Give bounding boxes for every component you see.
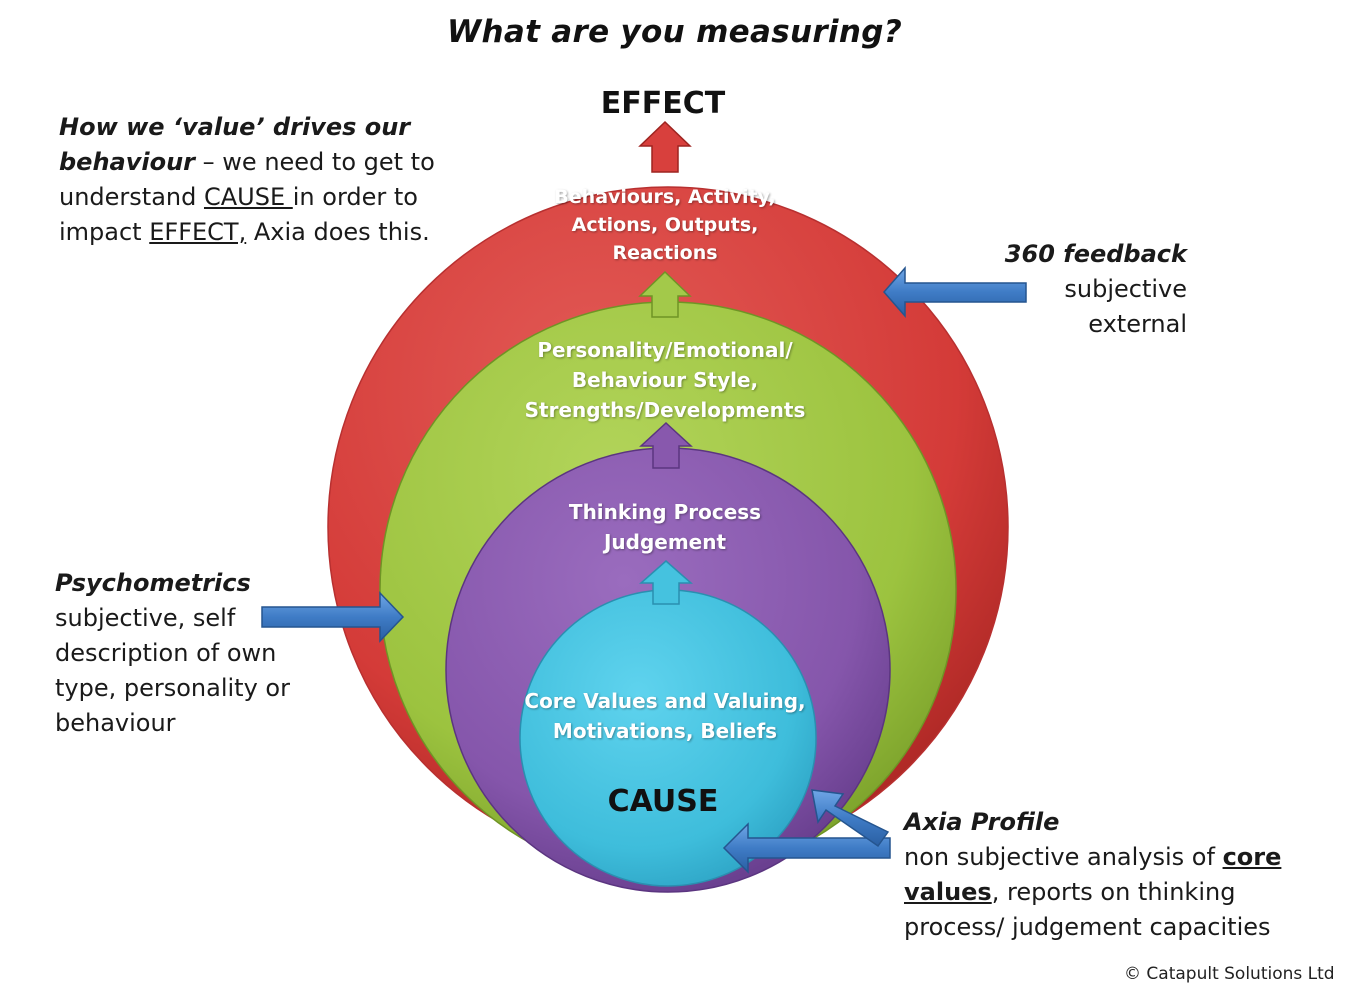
thinking-line: Judgement bbox=[603, 530, 727, 554]
core-values-text: Core Values and Valuing, Motivations, Be… bbox=[510, 686, 820, 746]
feedback-360-note: 360 feedback subjective external bbox=[985, 237, 1187, 342]
personality-line: Personality/Emotional/ bbox=[537, 338, 793, 362]
effect-link-text: EFFECT, bbox=[149, 218, 247, 246]
arrow-psychometrics-icon bbox=[261, 591, 405, 643]
copyright-text: © Catapult Solutions Ltd bbox=[1124, 964, 1335, 984]
value-text: – we need to get to bbox=[195, 148, 435, 176]
value-note: How we ‘value’ drives our behaviour – we… bbox=[59, 110, 439, 250]
arrow-up-red-icon bbox=[638, 270, 692, 318]
feedback-360-line: subjective bbox=[1064, 275, 1187, 303]
value-heading-2: behaviour bbox=[59, 148, 196, 176]
behaviours-line: Actions, Outputs, bbox=[571, 214, 759, 236]
effect-label: EFFECT bbox=[600, 86, 726, 121]
arrow-axia-core-icon bbox=[722, 822, 891, 874]
feedback-360-line: external bbox=[1088, 310, 1187, 338]
personality-text: Personality/Emotional/ Behaviour Style, … bbox=[480, 335, 850, 425]
value-text: understand bbox=[59, 183, 204, 211]
behaviours-line: Reactions bbox=[612, 242, 718, 264]
arrow-up-green-icon bbox=[639, 421, 693, 469]
arrow-axia-thinking-icon bbox=[811, 789, 890, 848]
axia-profile-note: Axia Profile non subjective analysis of … bbox=[904, 805, 1324, 945]
page-title: What are you measuring? bbox=[446, 14, 902, 50]
thinking-text: Thinking Process Judgement bbox=[520, 497, 810, 557]
behaviours-text: Behaviours, Activity, Actions, Outputs, … bbox=[500, 183, 830, 267]
value-heading: How we ‘value’ drives our bbox=[59, 113, 411, 141]
arrow-up-purple-icon bbox=[639, 560, 693, 605]
psychometrics-note: Psychometrics subjective, self descripti… bbox=[55, 566, 315, 741]
axia-text: process/ judgement capacities bbox=[904, 913, 1271, 941]
arrow-360-feedback-icon bbox=[883, 266, 1027, 318]
thinking-line: Thinking Process bbox=[568, 500, 762, 524]
values-word: values bbox=[904, 878, 992, 906]
psychometrics-heading: Psychometrics bbox=[55, 569, 251, 597]
axia-heading: Axia Profile bbox=[904, 808, 1060, 836]
axia-text: non subjective analysis of bbox=[904, 843, 1223, 871]
cause-label: CAUSE bbox=[607, 784, 719, 819]
personality-line: Behaviour Style, bbox=[571, 368, 759, 392]
cause-link-text: CAUSE bbox=[203, 183, 293, 211]
psychometrics-line: description of own bbox=[55, 639, 277, 667]
behaviours-line: Behaviours, Activity, bbox=[554, 186, 776, 208]
value-text: in order to bbox=[292, 183, 418, 211]
psychometrics-line: type, personality or bbox=[55, 674, 290, 702]
core-word: core bbox=[1222, 843, 1282, 871]
value-text: Axia does this. bbox=[246, 218, 430, 246]
core-values-line: Motivations, Beliefs bbox=[552, 719, 778, 743]
psychometrics-line: behaviour bbox=[55, 709, 176, 737]
axia-text: , reports on thinking bbox=[991, 878, 1236, 906]
personality-line: Strengths/Developments bbox=[524, 398, 806, 422]
core-values-line: Core Values and Valuing, bbox=[524, 689, 806, 713]
value-text: impact bbox=[59, 218, 150, 246]
feedback-360-heading: 360 feedback bbox=[1004, 240, 1187, 268]
arrow-up-effect-icon bbox=[638, 120, 692, 173]
psychometrics-line: subjective, self bbox=[55, 604, 236, 632]
